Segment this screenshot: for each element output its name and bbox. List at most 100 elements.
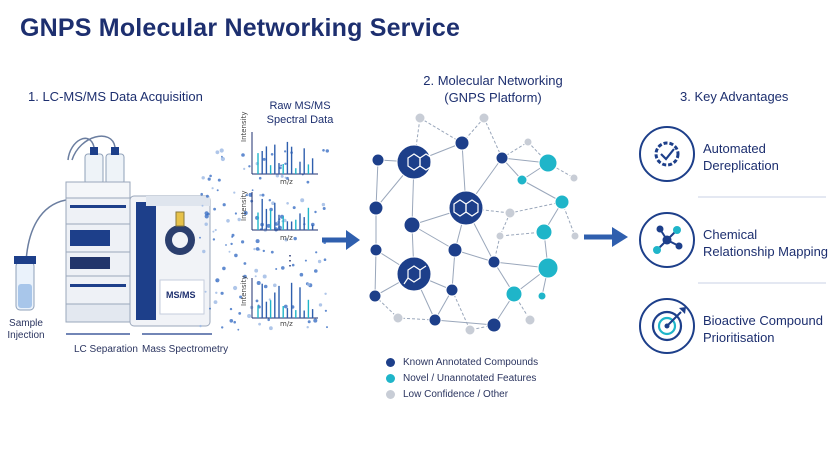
network-node bbox=[428, 313, 442, 327]
spray-dot bbox=[293, 236, 297, 241]
spray-dot bbox=[314, 210, 317, 214]
spray-dot bbox=[253, 247, 256, 251]
molecule-glyph-3 bbox=[403, 265, 427, 285]
network-node bbox=[495, 231, 505, 241]
legend-label-known: Known Annotated Compounds bbox=[403, 356, 539, 368]
spray-dot bbox=[243, 274, 247, 279]
spray-dot bbox=[256, 281, 261, 285]
sample-injection-label: Sample Injection bbox=[7, 318, 45, 341]
spray-dot bbox=[214, 228, 217, 232]
spray-dot bbox=[201, 204, 204, 207]
ion-spray bbox=[199, 148, 329, 331]
network-hub-node bbox=[396, 144, 432, 180]
spray-dot bbox=[245, 194, 248, 197]
spectrum-2-y-axis: Intensity bbox=[240, 190, 248, 221]
spectra-ellipsis: ⋮ bbox=[283, 252, 297, 268]
molecule-glyph-1 bbox=[407, 153, 433, 171]
spray-dot bbox=[280, 164, 283, 167]
legend-label-novel: Novel / Unannotated Features bbox=[403, 372, 537, 384]
spray-dot bbox=[215, 150, 220, 155]
spray-dot bbox=[266, 223, 271, 228]
network-node bbox=[535, 223, 553, 241]
network-node bbox=[538, 153, 558, 173]
spray-dot bbox=[255, 247, 260, 251]
spectrum-1-x-axis: m/z bbox=[280, 178, 293, 186]
arrow-head-2 bbox=[612, 227, 628, 247]
spray-dot bbox=[220, 156, 225, 162]
spray-dot bbox=[216, 189, 219, 192]
network-node bbox=[368, 200, 384, 216]
spray-dot bbox=[307, 282, 311, 287]
network-node bbox=[368, 289, 382, 303]
spray-dot bbox=[284, 238, 288, 242]
network-node bbox=[505, 285, 523, 303]
gear-check-icon bbox=[639, 126, 695, 182]
spray-dot bbox=[229, 319, 234, 323]
spray-dot bbox=[213, 300, 218, 304]
spray-dot bbox=[222, 266, 226, 271]
network-nodes bbox=[368, 112, 580, 336]
spray-dot bbox=[306, 326, 309, 329]
spray-dot bbox=[222, 203, 226, 207]
spray-dot bbox=[321, 202, 326, 207]
spray-dot bbox=[304, 259, 307, 262]
spray-dot bbox=[323, 258, 327, 262]
spray-dot bbox=[209, 174, 212, 178]
spray-dot bbox=[324, 309, 327, 312]
spray-dot bbox=[262, 274, 267, 279]
network-node bbox=[478, 112, 490, 124]
page-title: GNPS Molecular Networking Service bbox=[20, 14, 461, 42]
network-node bbox=[414, 112, 426, 124]
spray-dot bbox=[317, 259, 322, 264]
spray-dot bbox=[322, 149, 325, 152]
spray-dot bbox=[238, 312, 242, 315]
spray-dot bbox=[220, 291, 224, 295]
spray-dot bbox=[234, 253, 238, 258]
spray-dot bbox=[233, 320, 236, 324]
spray-dot bbox=[300, 198, 305, 203]
network-edge bbox=[419, 117, 463, 144]
spray-dot bbox=[258, 176, 262, 180]
spray-dot bbox=[291, 263, 295, 267]
spray-dot bbox=[221, 155, 223, 158]
spray-dot bbox=[313, 318, 318, 323]
network-edge bbox=[374, 249, 377, 297]
instrument-label: MS/MS bbox=[166, 290, 196, 300]
spray-dot bbox=[237, 217, 241, 222]
spray-dot bbox=[230, 242, 233, 246]
spray-dot bbox=[199, 236, 201, 239]
spray-dot bbox=[204, 214, 209, 219]
spray-dot bbox=[322, 207, 326, 210]
spray-dot bbox=[239, 295, 243, 299]
arrow-head-1 bbox=[346, 230, 360, 250]
spray-dot bbox=[199, 324, 202, 328]
advantage-2-label: Chemical Relationship Mapping bbox=[703, 227, 829, 259]
spray-dot bbox=[271, 201, 275, 205]
spray-dot bbox=[215, 278, 220, 283]
spray-dot bbox=[202, 249, 206, 254]
spray-dot bbox=[275, 174, 280, 178]
network-node bbox=[403, 216, 421, 234]
spray-dot bbox=[270, 250, 274, 254]
spray-dot bbox=[307, 320, 311, 324]
legend-item-known: Known Annotated Compounds bbox=[386, 354, 538, 370]
spray-dot bbox=[326, 326, 328, 329]
network-legend: Known Annotated Compounds Novel / Unanno… bbox=[386, 354, 538, 402]
spray-dot bbox=[225, 244, 227, 246]
network-node bbox=[523, 137, 533, 147]
spray-dot bbox=[243, 262, 247, 265]
spray-dot bbox=[209, 307, 211, 310]
network-edge bbox=[375, 159, 379, 209]
network-icon bbox=[639, 212, 695, 268]
spray-dot bbox=[286, 202, 289, 205]
spray-dot bbox=[212, 238, 216, 241]
spray-dot bbox=[228, 250, 231, 253]
legend-item-novel: Novel / Unannotated Features bbox=[386, 370, 538, 386]
spray-dot bbox=[251, 189, 254, 192]
spray-dot bbox=[226, 219, 230, 223]
spray-dot bbox=[258, 322, 261, 326]
spray-dot bbox=[241, 240, 245, 244]
spray-dot bbox=[281, 266, 285, 270]
network-node bbox=[537, 291, 547, 301]
lc-instrument bbox=[14, 135, 212, 335]
